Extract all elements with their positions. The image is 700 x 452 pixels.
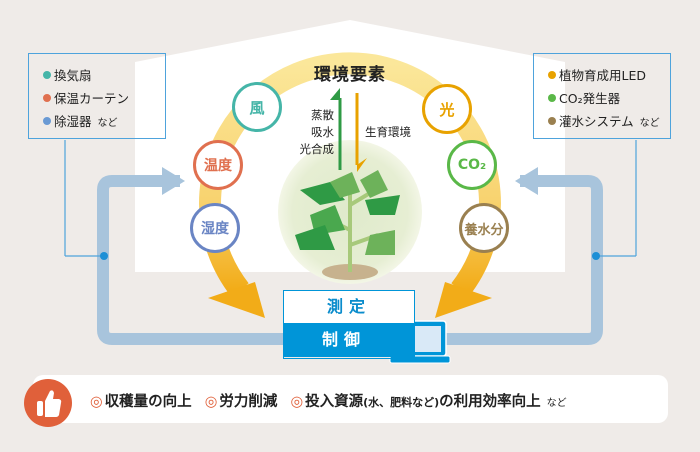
benefit-text: の利用効率向上 (439, 394, 541, 410)
plant-activity-labels: 蒸散 吸水 光合成 (296, 107, 335, 158)
legend-item: 換気扇 (54, 68, 92, 83)
arrow-down-icon (357, 158, 367, 172)
legend-suffix: など (639, 118, 660, 129)
environment-arc (199, 52, 501, 297)
benefit-text: 労力削減 (219, 394, 278, 410)
arrow-left-icon (515, 167, 538, 195)
label-growth-environment: 生育環境 (365, 125, 411, 139)
plant-icon (295, 170, 400, 272)
factor-temperature: 温度 (193, 140, 243, 190)
benefits-banner (33, 375, 668, 423)
thumbs-up-icon (24, 379, 72, 427)
legend-item: 植物育成用LED (559, 68, 646, 83)
benefit-text: 収穫量の向上 (104, 394, 192, 410)
legend-item: 保温カーテン (54, 91, 130, 106)
dot-icon (548, 94, 556, 102)
dot-icon (43, 94, 51, 102)
factor-humidity: 湿度 (190, 203, 240, 253)
legend-item: 除湿器 (54, 114, 92, 129)
connector-dot (592, 252, 600, 260)
dot-icon (548, 71, 556, 79)
arrow-up-icon (330, 88, 340, 100)
benefit-item: ◎収穫量の向上 (90, 394, 192, 410)
control-label: 制御 (284, 323, 414, 357)
label-photosynthesis: 光合成 (299, 142, 335, 156)
factor-co2: CO₂ (447, 140, 497, 190)
benefit-item: ◎労力削減 (205, 394, 278, 410)
dot-icon (548, 117, 556, 125)
double-circle-icon: ◎ (290, 394, 304, 410)
diagram-title: 環境要素 (314, 65, 386, 85)
arc-arrow-right (435, 282, 492, 318)
benefit-text: 投入資源 (305, 394, 364, 410)
benefit-item: ◎投入資源(水、肥料など)の利用効率向上など (290, 394, 574, 410)
right-equipment-legend: 植物育成用LED CO₂発生器 灌水システムなど (533, 53, 671, 139)
factor-nutrients: 養水分 (459, 203, 509, 253)
connector-dot (100, 252, 108, 260)
legend-item: CO₂発生器 (559, 91, 621, 106)
dot-icon (43, 71, 51, 79)
factor-wind: 風 (232, 82, 282, 132)
arrow-right-icon (162, 167, 185, 195)
measure-label: 測定 (284, 291, 414, 323)
legend-suffix: など (97, 118, 118, 129)
left-equipment-legend: 換気扇 保温カーテン 除湿器など (28, 53, 166, 139)
benefit-suffix: など (546, 398, 567, 409)
double-circle-icon: ◎ (90, 394, 103, 410)
benefit-paren: (水、肥料など) (363, 396, 440, 409)
legend-item: 灌水システム (559, 114, 634, 129)
double-circle-icon: ◎ (204, 394, 218, 410)
label-water-absorption: 吸水 (311, 125, 334, 139)
dot-icon (43, 117, 51, 125)
benefits-list: ◎収穫量の向上 ◎労力削減 ◎投入資源(水、肥料など)の利用効率向上など (90, 390, 583, 411)
factor-light: 光 (422, 84, 472, 134)
arc-arrow-left (208, 282, 265, 318)
measure-control-box: 測定 制御 (283, 290, 415, 359)
label-transpiration: 蒸散 (311, 108, 334, 122)
